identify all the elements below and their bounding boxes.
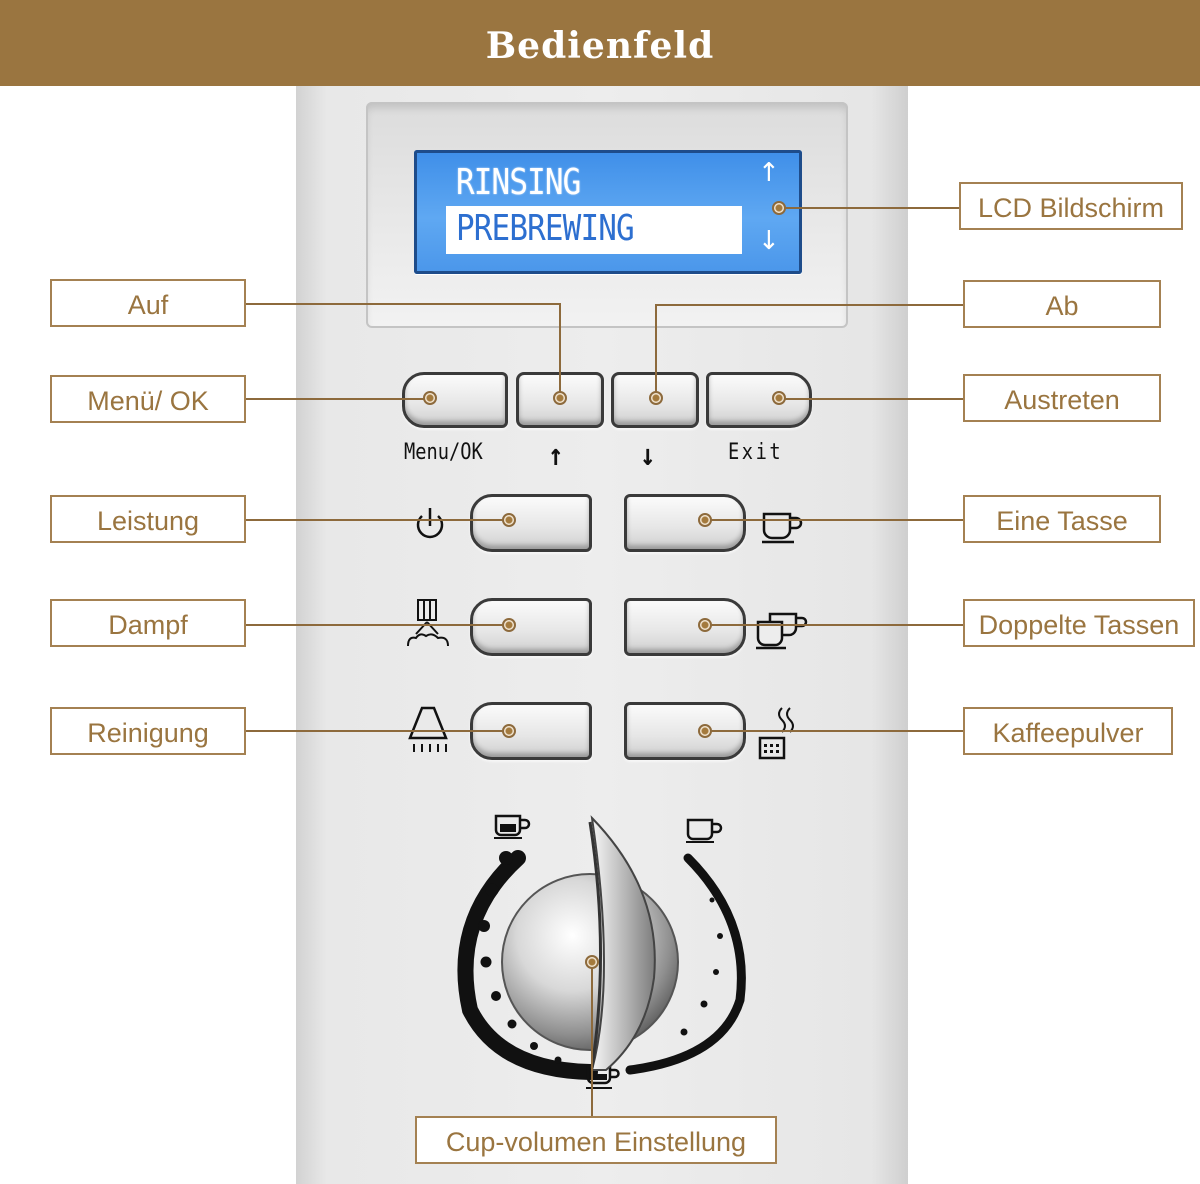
- leader-up-v: [559, 303, 561, 398]
- menu-ok-button[interactable]: [402, 372, 508, 428]
- marker-lcd: [772, 201, 786, 215]
- double-cup-button[interactable]: [624, 598, 746, 656]
- lcd-arrow-up-icon: ↑: [758, 158, 780, 188]
- page-title: Bedienfeld: [485, 25, 715, 67]
- callout-lcd-screen: LCD Bildschirm: [959, 182, 1183, 230]
- callout-cup-volume: Cup-volumen Einstellung: [415, 1116, 777, 1164]
- cup-volume-dial[interactable]: [440, 800, 760, 1100]
- marker-coffee-powder: [698, 724, 712, 738]
- leader-down-v: [655, 304, 657, 398]
- leader-cleaning: [246, 730, 509, 732]
- menu-ok-label: Menu/OK: [404, 440, 483, 465]
- callout-cleaning: Reinigung: [50, 707, 246, 755]
- callout-menu-ok: Menü/ OK: [50, 375, 246, 423]
- callout-power: Leistung: [50, 495, 246, 543]
- marker-power: [502, 513, 516, 527]
- marker-menu-ok: [423, 391, 437, 405]
- power-icon: [416, 508, 444, 539]
- leader-cup-volume: [591, 962, 593, 1116]
- leader-power: [246, 519, 509, 521]
- leader-double-cup: [705, 624, 963, 626]
- one-cup-button[interactable]: [624, 494, 746, 552]
- callout-up: Auf: [50, 279, 246, 327]
- callout-steam: Dampf: [50, 599, 246, 647]
- callout-exit: Austreten: [963, 374, 1161, 422]
- exit-label: Exit: [728, 440, 784, 465]
- steam-icon: [407, 599, 449, 647]
- power-button[interactable]: [470, 494, 592, 552]
- leader-down-h: [655, 304, 963, 306]
- marker-cleaning: [502, 724, 516, 738]
- lcd-screen: RINSING PREBREWING ↑ ↓: [414, 150, 802, 274]
- cleaning-icon: [408, 706, 448, 752]
- up-label: ↑: [548, 438, 564, 473]
- leader-menu-ok: [246, 398, 430, 400]
- marker-steam: [502, 618, 516, 632]
- marker-one-cup: [698, 513, 712, 527]
- lcd-arrow-down-icon: ↓: [758, 226, 780, 256]
- double-cup-icon: [756, 612, 808, 650]
- leader-coffee-powder: [705, 730, 963, 732]
- callout-coffee-powder: Kaffeepulver: [963, 707, 1173, 755]
- leader-one-cup: [705, 519, 963, 521]
- marker-exit: [772, 391, 786, 405]
- cup-icon: [762, 512, 803, 544]
- steam-button[interactable]: [470, 598, 592, 656]
- leader-up-h: [246, 303, 560, 305]
- marker-double-cup: [698, 618, 712, 632]
- marker-down: [649, 391, 663, 405]
- lcd-line-1: RINSING: [456, 162, 581, 203]
- marker-cup-volume: [585, 955, 599, 969]
- leader-exit: [779, 398, 963, 400]
- callout-double-cup: Doppelte Tassen: [963, 599, 1195, 647]
- callout-one-cup: Eine Tasse: [963, 495, 1161, 543]
- header-bar: [0, 0, 1200, 86]
- lcd-line-2: PREBREWING: [456, 208, 635, 249]
- callout-down: Ab: [963, 280, 1161, 328]
- lcd-line-2-highlight: PREBREWING: [446, 206, 742, 254]
- exit-button[interactable]: [706, 372, 812, 428]
- marker-up: [553, 391, 567, 405]
- down-label: ↓: [640, 438, 656, 473]
- coffee-powder-icon: [758, 707, 794, 760]
- leader-steam: [246, 624, 509, 626]
- leader-lcd: [779, 207, 959, 209]
